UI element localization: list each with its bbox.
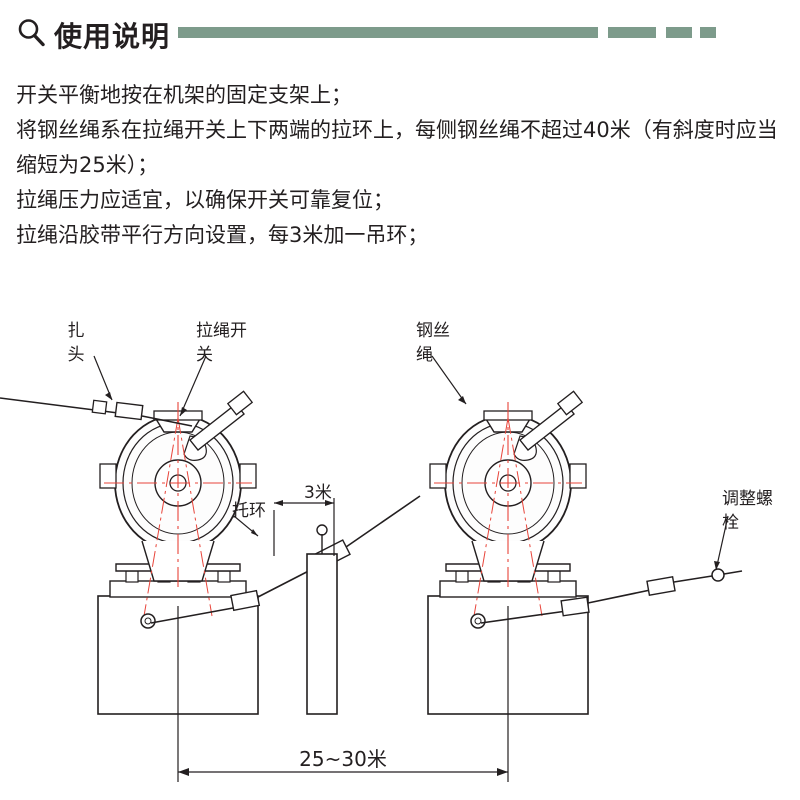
left-switch-assembly [0, 355, 421, 715]
pull-switch-leader [179, 355, 207, 417]
wire-rope-label-line2: 绳 [416, 345, 433, 365]
header-rule-segment-2 [608, 27, 656, 38]
instruction-line: 拉绳压力应适宜，以确保开关可靠复位； [16, 188, 394, 212]
span-dimension-label: 25~30米 [299, 747, 387, 771]
adjust-screw-leader [714, 515, 729, 571]
tie-head-leader [93, 355, 113, 401]
adjust-screw-label-line1: 调整螺 [722, 489, 773, 509]
right-switch-assembly [427, 355, 743, 715]
right-lower-rope [480, 568, 743, 624]
hanger-ring-label: 托环 [232, 501, 266, 521]
instruction-line: 将钢丝绳系在拉绳开关上下两端的拉环上，每侧钢丝绳不超过40米（有斜度时应当 [16, 118, 778, 142]
header-rule-segment-4 [700, 27, 716, 38]
instruction-line: 缩短为25米）； [16, 153, 159, 177]
header-rule-segment-1 [178, 27, 598, 38]
instruction-line: 开关平衡地按在机架的固定支架上； [16, 83, 352, 107]
span-dimension: 25~30米 [177, 606, 509, 782]
pull-switch-label-line2: 关 [196, 345, 213, 365]
instruction-list: 开关平衡地按在机架的固定支架上； 将钢丝绳系在拉绳开关上下两端的拉环上，每侧钢丝… [16, 78, 786, 253]
installation-diagram: 25~30米 扎 头 拉绳开 关 钢丝 绳 托环 3米 调整螺 栓 [0, 288, 800, 800]
three-meter-label: 3米 [304, 483, 332, 503]
instruction-line: 拉绳沿胶带平行方向设置，每3米加一吊环； [16, 223, 429, 247]
wire-rope-leader [431, 355, 467, 405]
magnifier-icon [18, 19, 45, 47]
wire-rope-label-line1: 钢丝 [416, 321, 450, 341]
pull-switch-label-line1: 拉绳开 [196, 321, 247, 341]
diagram-svg: 25~30米 扎 头 拉绳开 关 钢丝 绳 托环 3米 调整螺 栓 [0, 321, 773, 782]
left-lower-rope [150, 495, 421, 715]
three-meter-dimension [273, 498, 335, 556]
hanger-ring-leader [233, 515, 259, 537]
adjust-screw-label-line2: 栓 [722, 513, 739, 533]
tie-head-label-line2: 头 [68, 345, 85, 365]
left-upper-rope [0, 397, 193, 427]
tie-head-label-line1: 扎 [68, 321, 85, 341]
page-title: 使用说明 [54, 20, 171, 53]
page-header: 使用说明 [0, 0, 800, 62]
header-rule-segment-3 [666, 27, 692, 38]
